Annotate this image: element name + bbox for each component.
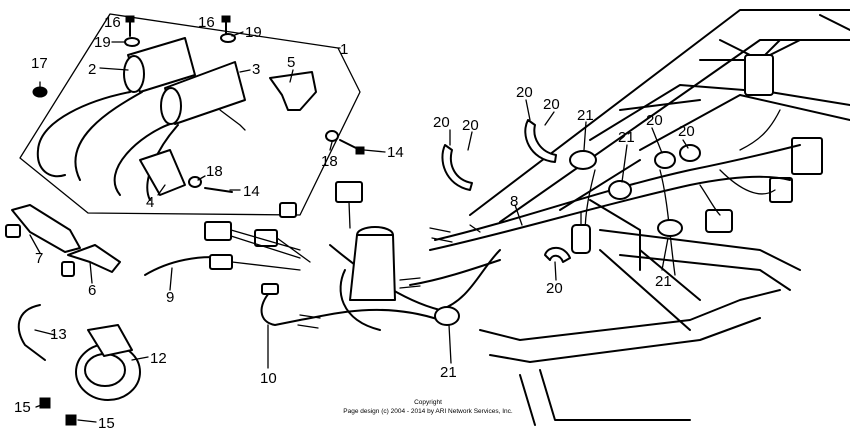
callout-20-e: 20 [646, 112, 663, 129]
callout-14-b: 14 [387, 144, 404, 161]
callout-10: 10 [260, 370, 277, 387]
wire-terminals [297, 224, 481, 329]
harness-clamps [434, 119, 701, 326]
callout-20-d: 20 [543, 96, 560, 113]
condenser [571, 211, 591, 254]
harness-connector [335, 181, 363, 203]
relay-box [705, 54, 823, 233]
callout-2: 2 [88, 61, 96, 78]
callout-21-b: 21 [618, 129, 635, 146]
sub-harness [144, 202, 311, 276]
callout-20-a: 20 [433, 114, 450, 131]
callout-21-a: 21 [577, 107, 594, 124]
callout-5: 5 [287, 54, 295, 71]
callout-9: 9 [166, 289, 174, 306]
callout-19-a: 19 [94, 34, 111, 51]
callout-20-g: 20 [546, 280, 563, 297]
callout-1: 1 [340, 41, 348, 58]
callout-21-c: 21 [655, 273, 672, 290]
callout-16-a: 16 [104, 14, 121, 31]
callout-3: 3 [252, 61, 260, 78]
copyright-line-1: Copyright [414, 399, 442, 406]
callout-6: 6 [88, 282, 96, 299]
callout-12: 12 [150, 350, 167, 367]
callout-7: 7 [35, 250, 43, 267]
motorcycle-frame [469, 9, 850, 426]
callout-19-b: 19 [245, 24, 262, 41]
callout-13: 13 [50, 326, 67, 343]
callout-18-b: 18 [321, 153, 338, 170]
horn [75, 324, 141, 401]
callout-18-a: 18 [206, 163, 223, 180]
horn-bolts [39, 397, 77, 426]
callout-8: 8 [510, 193, 518, 210]
callout-labels: 1 2 3 4 5 6 7 8 9 10 11 12 13 14 14 15 1… [14, 14, 695, 432]
callout-15-a: 15 [14, 399, 31, 416]
harness-junction [339, 226, 396, 331]
callout-15-b: 15 [98, 415, 115, 432]
copyright-line-2: Page design (c) 2004 - 2014 by ARI Netwo… [343, 408, 513, 415]
ignition-coil-assembly [19, 13, 361, 216]
horn-cable [17, 304, 46, 361]
callout-21-d: 21 [440, 364, 457, 381]
callout-20-c: 20 [516, 84, 533, 101]
spark-plug-caps [5, 204, 121, 277]
callout-20-f: 20 [678, 123, 695, 140]
leader-lines [29, 31, 689, 423]
sub-harness-short [260, 283, 301, 326]
callout-4: 4 [146, 194, 154, 211]
callout-14-a: 14 [243, 183, 260, 200]
callout-20-b: 20 [462, 117, 479, 134]
callout-16-b: 16 [198, 14, 215, 31]
callout-17: 17 [31, 55, 48, 72]
